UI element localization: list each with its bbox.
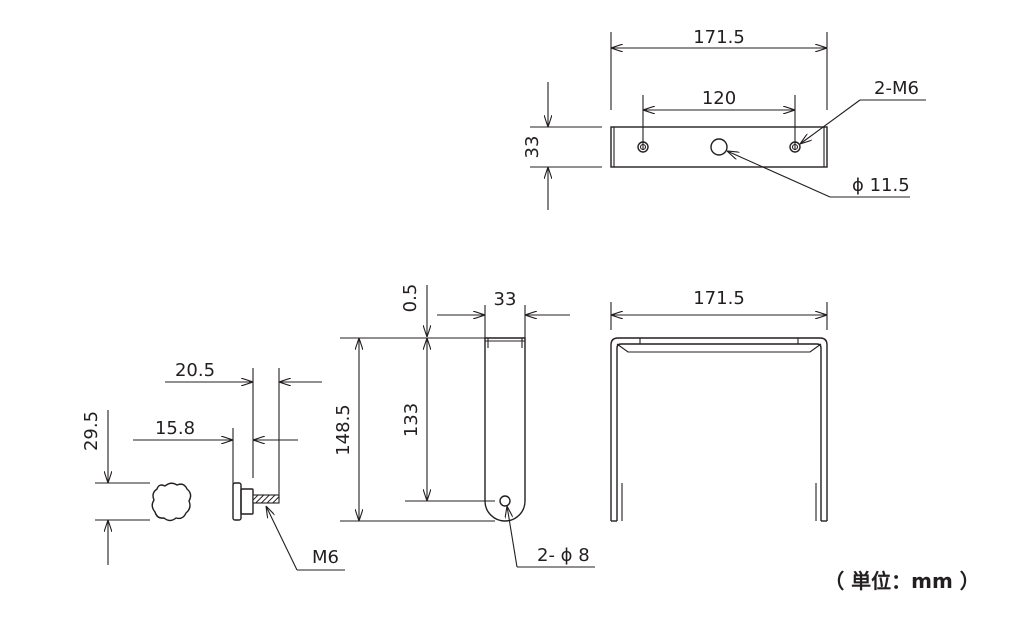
top-view: 171.5 120 33 2-M6 ϕ 11.5 [522,27,926,210]
dim-sheet-thickness: 0.5 [400,284,421,313]
leader-line [727,151,831,198]
threaded-shaft [252,494,280,504]
knob-head [232,482,242,521]
knob-face [151,482,192,522]
dim-height: 33 [522,136,543,159]
threaded-hole-inner [639,143,647,151]
knob-collar [240,488,254,515]
thread-callout: M6 [312,547,339,568]
unit-note: （ 単位：mm ） [824,569,980,593]
dim-width: 33 [494,289,517,310]
bracket-body-outer [610,337,828,521]
dim-diameter: 29.5 [81,411,102,451]
dim-overall-height: 148.5 [333,404,354,456]
leader-line [266,506,298,571]
front-view: 171.5 [610,288,828,522]
side-view: 0.5 33 148.5 133 2- ϕ 8 [333,284,595,568]
thread-callout: 2-M6 [874,78,919,99]
threaded-hole [789,141,801,153]
dim-hole-spacing: 120 [702,88,736,109]
threaded-hole [637,141,649,153]
leader-line [800,99,861,144]
dim-head-offset: 20.5 [175,360,215,381]
dim-overall-width: 171.5 [693,27,745,48]
top-flange [616,343,822,353]
bracket-plate [610,126,828,168]
hole-callout: 2- ϕ 8 [537,545,590,566]
leader-line [507,506,518,568]
center-hole-callout: ϕ 11.5 [852,175,910,196]
bracket-leg [484,337,526,522]
dim-shaft-offset: 15.8 [155,418,195,439]
dim-front-width: 171.5 [693,288,745,309]
dim-hole-height: 133 [401,403,422,437]
threaded-hole-inner [791,143,799,151]
mount-hole [499,495,511,507]
bracket-body-inner [616,343,822,521]
center-hole [710,138,728,156]
knob-view: 20.5 15.8 29.5 M6 [81,360,345,571]
